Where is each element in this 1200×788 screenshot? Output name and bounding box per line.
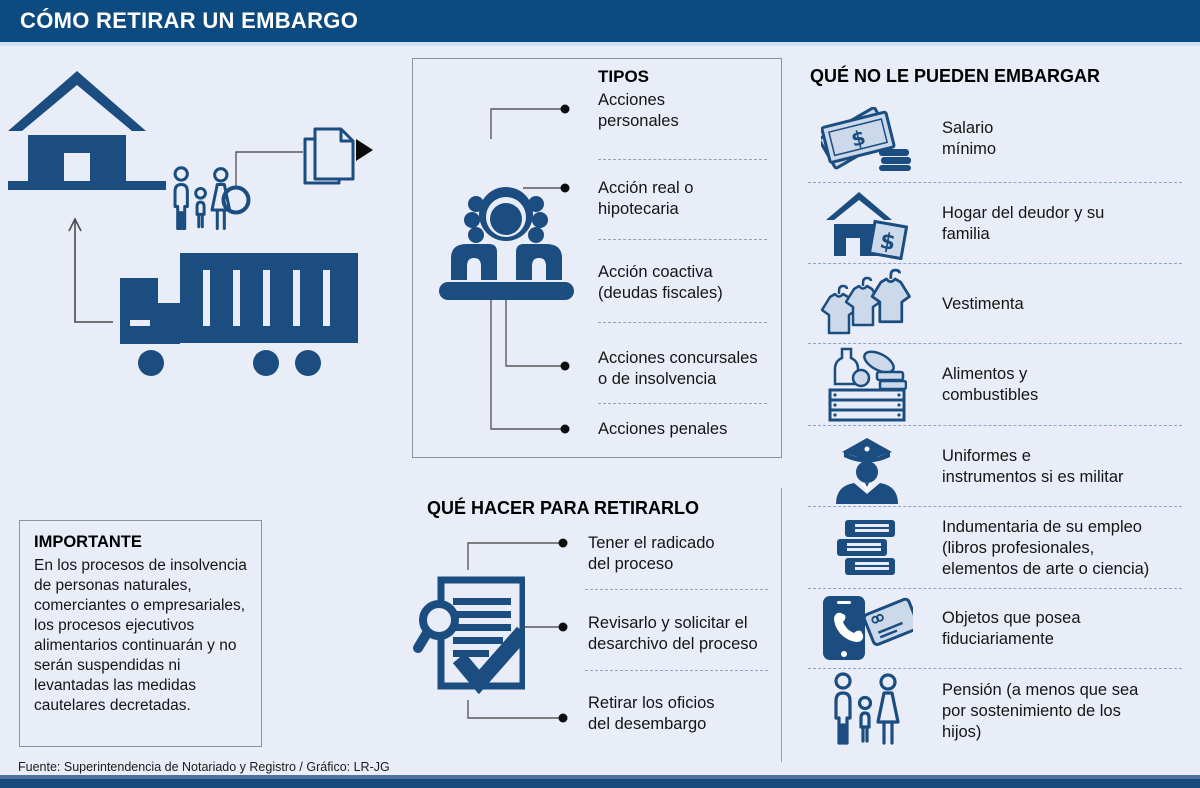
truck-icon — [120, 253, 358, 376]
svg-text:$: $ — [849, 124, 868, 151]
document-check-icon — [413, 576, 525, 695]
importante-header: IMPORTANTE — [34, 533, 142, 551]
list-item: Objetos que posea fiduciariamente — [808, 588, 1182, 669]
up-arrow-icon — [68, 217, 113, 323]
clothes-icon — [808, 267, 926, 341]
tipos-item: Acción coactiva (deudas fiscales) — [598, 263, 723, 302]
list-item: Indumentaria de su empleo (libros profes… — [808, 506, 1182, 589]
connector-line — [235, 151, 303, 188]
dashed-divider — [598, 159, 767, 160]
que-hacer-section: QUÉ HACER PARA RETIRARLO — [400, 490, 780, 762]
item-label: Salario mínimo — [942, 118, 997, 158]
list-item: Uniformes e instrumentos si es militar — [808, 425, 1182, 507]
circle-accent — [221, 185, 251, 215]
que-hacer-header: QUÉ HACER PARA RETIRARLO — [427, 498, 700, 518]
tipos-item: Acción real o hipotecaria — [598, 179, 694, 218]
item-label: Uniformes e instrumentos si es militar — [942, 446, 1124, 486]
page-title: CÓMO RETIRAR UN EMBARGO — [20, 8, 359, 33]
books-icon — [808, 518, 926, 578]
documents-icon — [303, 127, 355, 185]
arrow-right-icon — [356, 139, 373, 161]
item-label: Vestimenta — [942, 294, 1024, 313]
food-crate-icon — [808, 346, 926, 424]
list-item: $ Salario mínimo — [808, 95, 1182, 182]
list-item: $ Hogar del deudor y su familia — [808, 182, 1182, 264]
svg-text:$: $ — [878, 228, 897, 255]
dashed-divider — [598, 403, 767, 404]
money-icon: $ — [808, 106, 926, 171]
item-label: Hogar del deudor y su familia — [942, 203, 1105, 243]
dashed-divider — [585, 589, 768, 590]
tipos-item: Acciones personales — [598, 91, 679, 130]
tipos-item: Acciones concursales o de insolvencia — [598, 349, 758, 388]
tipos-header: TIPOS — [598, 67, 650, 86]
title-underline — [0, 42, 1200, 46]
tipos-section: TIPOS — [412, 58, 782, 458]
dashed-divider — [598, 239, 767, 240]
tipos-item: Acciones penales — [598, 420, 728, 438]
military-icon — [808, 430, 926, 504]
que-hacer-item: Tener el radicado del proceso — [588, 534, 715, 573]
que-hacer-item: Revisarlo y solicitar el desarchivo del … — [588, 614, 758, 653]
source-credit: Fuente: Superintendencia de Notariado y … — [18, 760, 390, 774]
footer-bar-light — [0, 775, 1200, 779]
section-divider — [781, 488, 782, 762]
no-embargar-section: QUÉ NO LE PUEDEN EMBARGAR $ — [808, 58, 1182, 758]
item-label: Alimentos y combustibles — [942, 365, 1039, 404]
connector-lines — [467, 538, 568, 723]
embargo-illustration — [8, 71, 373, 376]
que-hacer-item: Retirar los oficios del desembargo — [588, 694, 715, 733]
house-icon — [8, 71, 166, 190]
dashed-divider — [598, 322, 767, 323]
list-item: Vestimenta — [808, 263, 1182, 344]
list-item: Pensión (a menos que sea por sostenimien… — [808, 668, 1182, 753]
item-label: Indumentaria de su empleo (libros profes… — [942, 517, 1150, 578]
title-bar: CÓMO RETIRAR UN EMBARGO — [0, 0, 1200, 42]
no-embargar-header: QUÉ NO LE PUEDEN EMBARGAR — [810, 66, 1101, 86]
list-item: Alimentos y combustibles — [808, 343, 1182, 426]
item-label: Objetos que posea fiduciariamente — [942, 609, 1081, 648]
importante-box: IMPORTANTE En los procesos de insolvenci… — [19, 520, 262, 747]
footer-bar-dark — [0, 779, 1200, 788]
judge-icon — [439, 187, 574, 300]
item-label: Pensión (a menos que sea por sostenimien… — [942, 680, 1139, 741]
importante-body: En los procesos de insolvencia de person… — [34, 557, 247, 714]
dashed-divider — [585, 670, 768, 671]
family-icon — [173, 166, 251, 230]
house-dollar-icon: $ — [808, 188, 926, 260]
phone-card-icon — [808, 594, 926, 664]
family-pension-icon — [808, 672, 926, 750]
